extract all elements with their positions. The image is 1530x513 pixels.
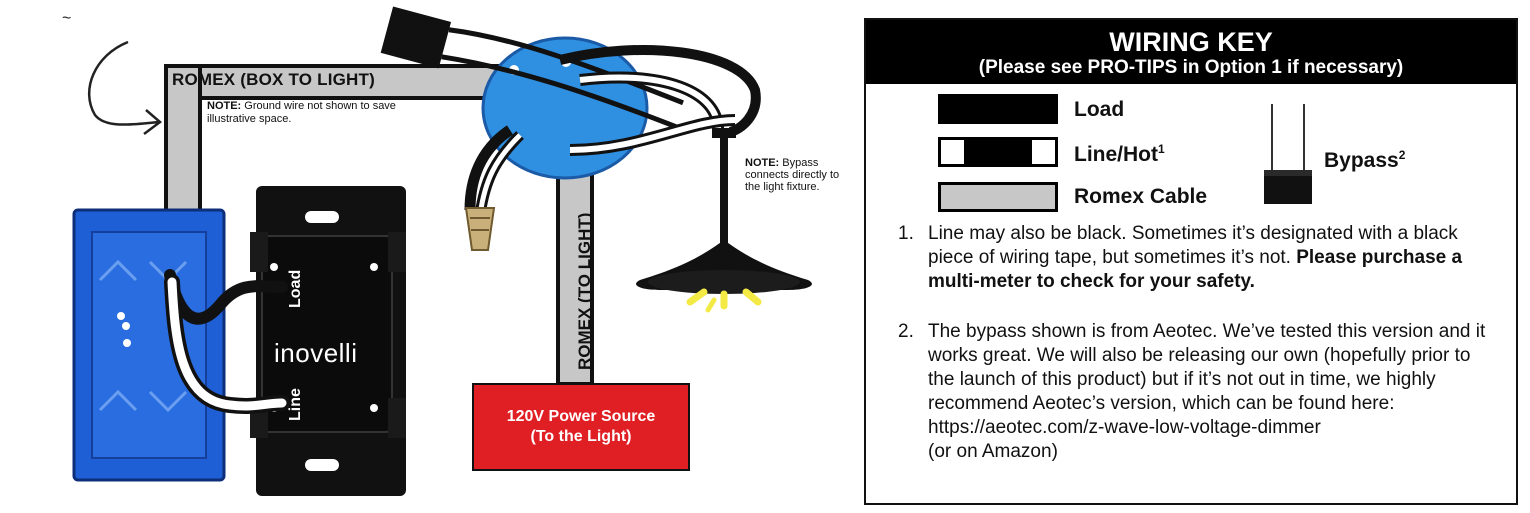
- line-hot-swatch: [938, 137, 1058, 167]
- power-source-line1: 120V Power Source: [506, 408, 656, 425]
- wiring-illustration: [72, 6, 812, 496]
- load-swatch: [938, 94, 1058, 124]
- terminal-line-label: Line: [287, 388, 304, 421]
- romex-swatch: [938, 182, 1058, 212]
- bypass-icon: [1264, 104, 1312, 204]
- power-source-line2: (To the Light): [530, 428, 632, 445]
- wiring-diagram: ~ ROMEX (BOX TO LIGHT) NOTE: Ground wire…: [62, 6, 840, 496]
- footnote-1: 1. Line may also be black. Sometimes it’…: [898, 223, 1463, 292]
- romex-box-to-light-label: ROMEX (BOX TO LIGHT): [172, 70, 375, 89]
- wiring-key-title: WIRING KEY: [1109, 27, 1273, 57]
- wiring-key-panel: WIRING KEY (Please see PRO-TIPS in Optio…: [864, 18, 1518, 505]
- ground-wire-note: NOTE: Ground wire not shown to save illu…: [207, 100, 396, 125]
- hand-drawn-arrow: [87, 40, 159, 126]
- aeotec-url[interactable]: https://aeotec.com/z-wave-low-voltage-di…: [928, 417, 1321, 438]
- wiring-key-header: WIRING KEY (Please see PRO-TIPS in Optio…: [866, 20, 1516, 84]
- romex-legend-label: Romex Cable: [1074, 185, 1208, 208]
- bypass-note: NOTE: Bypass connects directly to the li…: [745, 157, 840, 193]
- switch-brand-logo: inovelli: [274, 338, 358, 368]
- switch-body: [261, 235, 393, 433]
- load-legend-label: Load: [1074, 98, 1125, 121]
- stray-mark: ~: [62, 10, 72, 27]
- power-source-box: 120V Power Source (To the Light): [472, 383, 690, 471]
- bypass-legend-label: Bypass2: [1324, 148, 1406, 172]
- wiring-key-subtitle: (Please see PRO-TIPS in Option 1 if nece…: [978, 57, 1404, 78]
- terminal-load-label: Load: [287, 269, 304, 308]
- line-hot-legend-label: Line/Hot1: [1074, 142, 1165, 166]
- hand-drawn-arrowhead: [143, 109, 162, 135]
- romex-to-light-label: ROMEX (TO LIGHT): [575, 212, 594, 370]
- footnote-2: 2. The bypass shown is from Aeotec. We’v…: [898, 321, 1486, 462]
